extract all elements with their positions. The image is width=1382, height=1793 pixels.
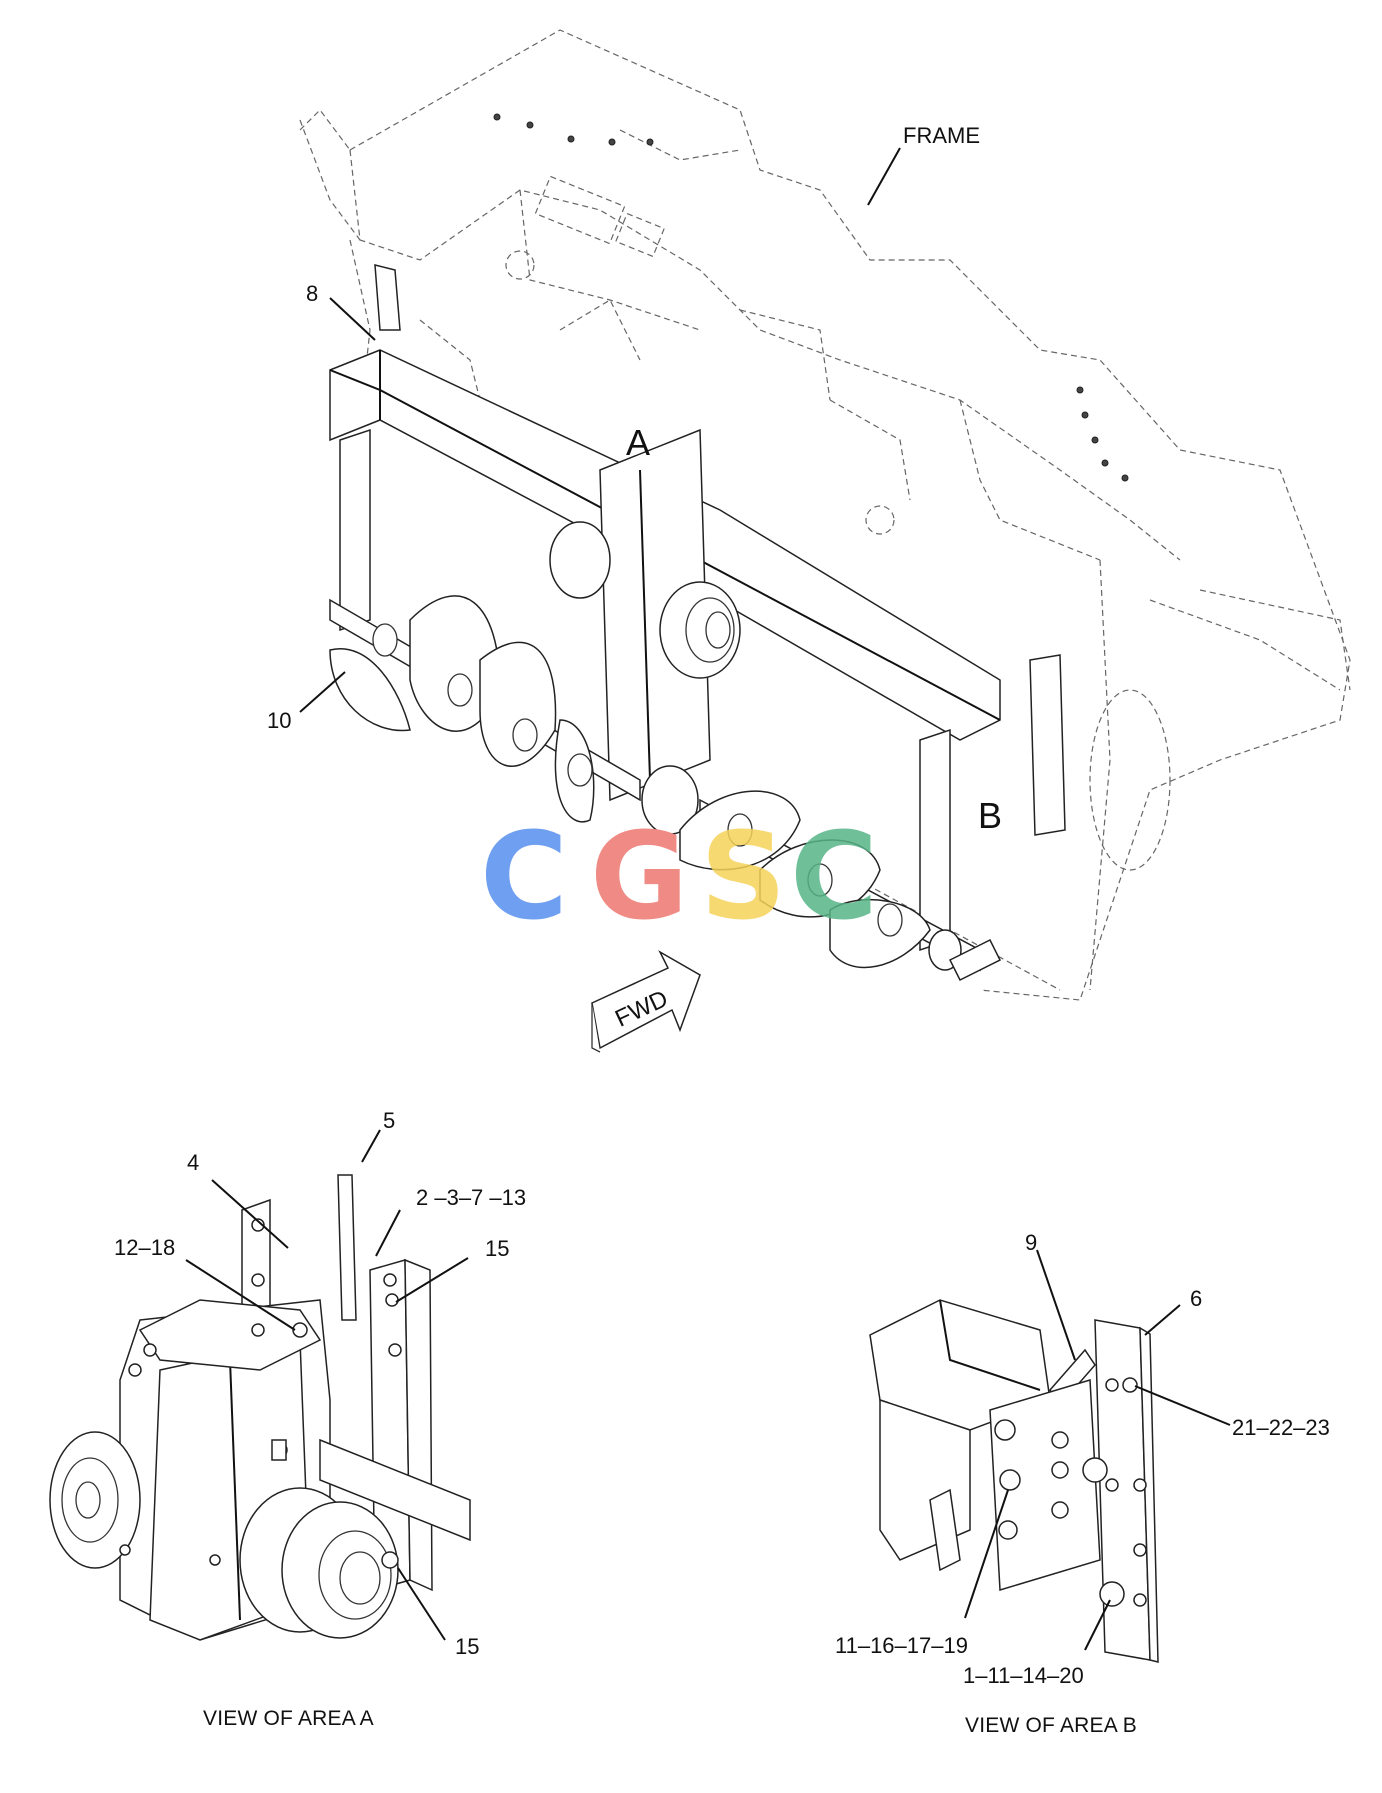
watermark-letter-s: S <box>700 808 787 947</box>
callout-6: 6 <box>1190 1286 1203 1311</box>
auger-left <box>329 595 641 823</box>
auger-right <box>679 790 1002 982</box>
area-a-marker: A <box>626 422 651 463</box>
label-frame: FRAME <box>903 123 980 148</box>
watermark-letter-c1: C <box>480 808 569 947</box>
leaders-main <box>299 147 901 713</box>
callout-15-bottom: 15 <box>455 1634 480 1659</box>
leaders-view-a <box>185 1129 469 1641</box>
callout-4: 4 <box>187 1150 200 1175</box>
callout-9: 9 <box>1025 1230 1038 1255</box>
callout-15-top: 15 <box>485 1236 510 1261</box>
view-b-drawing <box>869 1299 1159 1663</box>
callout-1-11-14-20: 1–11–14–20 <box>963 1663 1084 1688</box>
fwd-arrow-icon <box>591 950 701 1053</box>
frame-holes <box>493 113 1129 482</box>
gearbox-hubs <box>549 521 741 835</box>
watermark-letter-c2: C <box>790 808 879 947</box>
callout-10: 10 <box>267 708 292 733</box>
watermark-letter-g: G <box>590 808 689 947</box>
callout-21-22-23: 21–22–23 <box>1232 1415 1330 1440</box>
callout-12-18: 12–18 <box>114 1235 176 1260</box>
area-b-marker: B <box>978 795 1003 836</box>
view-a-drawing <box>49 1174 471 1641</box>
leaders-view-b <box>964 1249 1231 1651</box>
caption-view-a: VIEW OF AREA A <box>203 1707 374 1730</box>
callout-2-3-7-13: 2 –3–7 –13 <box>416 1185 527 1210</box>
caption-view-b: VIEW OF AREA B <box>965 1714 1138 1737</box>
callout-11-16-17-19: 11–16–17–19 <box>835 1633 968 1658</box>
callout-8: 8 <box>306 281 319 306</box>
main-beam <box>329 264 1066 952</box>
callout-5: 5 <box>383 1108 396 1133</box>
